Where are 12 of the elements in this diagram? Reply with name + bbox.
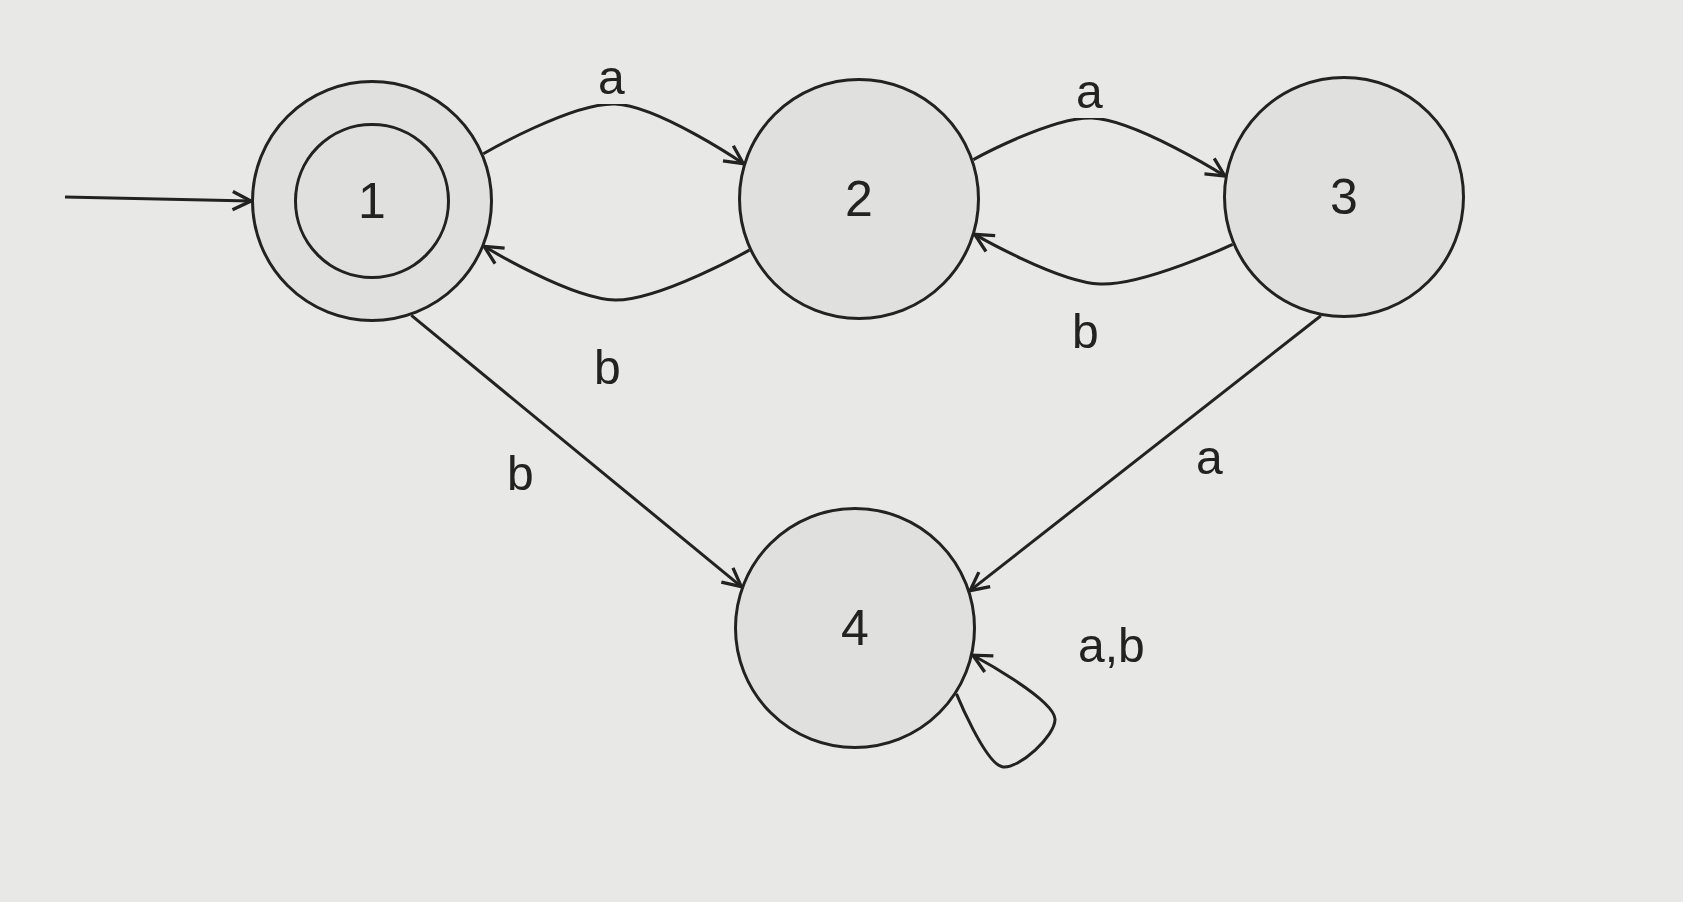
arrow xyxy=(973,232,1234,286)
state-label: 3 xyxy=(1330,168,1358,226)
arrow xyxy=(955,653,1057,769)
arrow xyxy=(482,244,751,302)
arrow xyxy=(482,102,745,166)
arrow xyxy=(64,189,253,212)
state-label: 2 xyxy=(845,170,873,228)
arrow xyxy=(410,314,743,589)
state-label: 4 xyxy=(841,599,869,657)
arrow xyxy=(968,314,1322,593)
arrow xyxy=(972,116,1227,178)
state-label: 1 xyxy=(358,172,386,230)
